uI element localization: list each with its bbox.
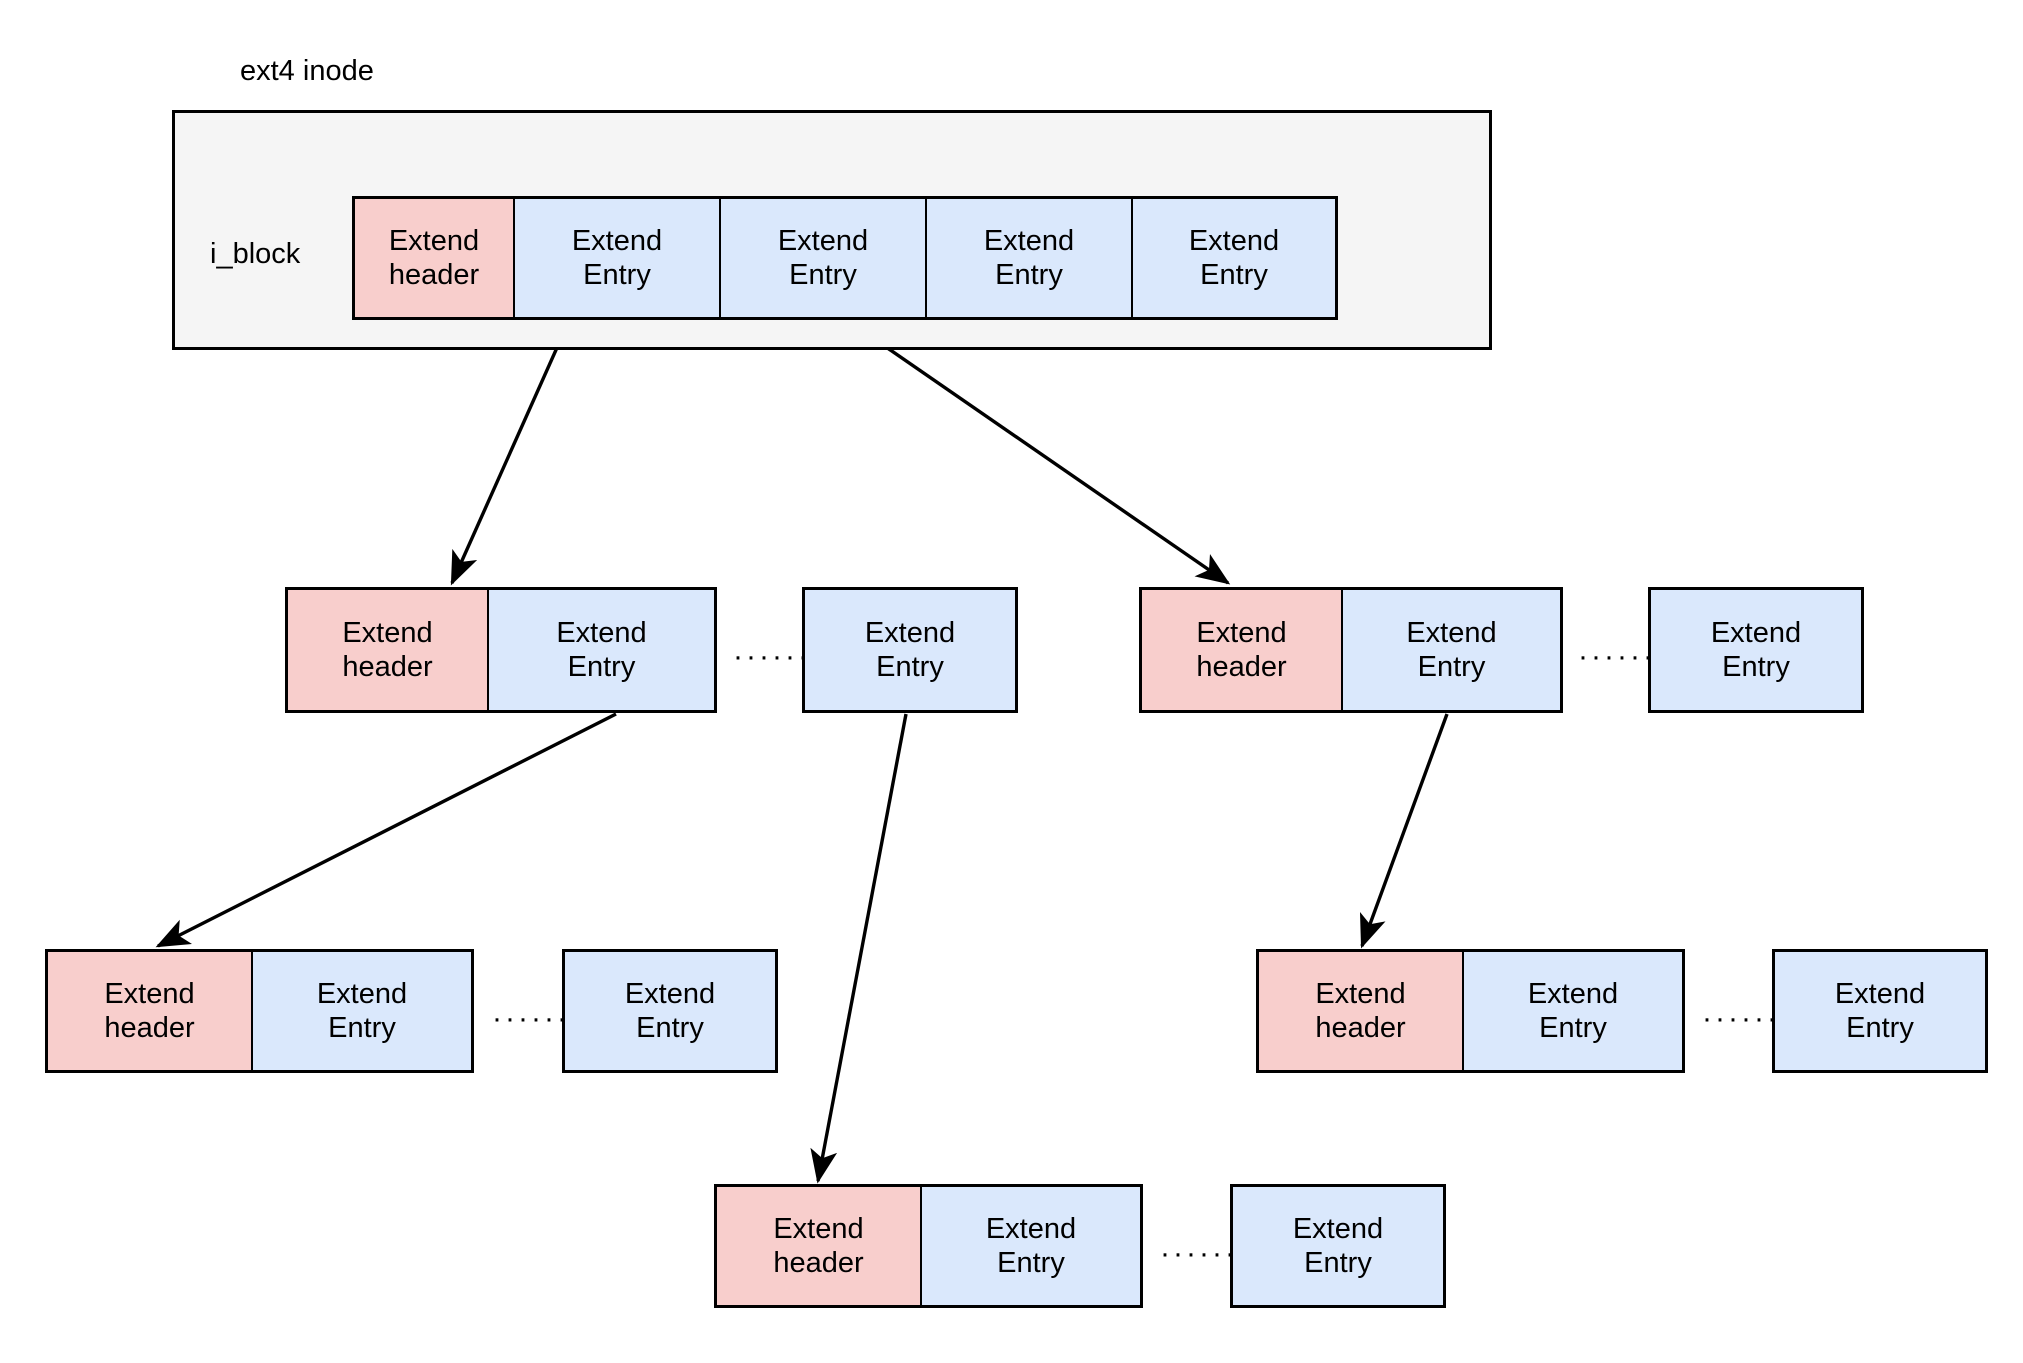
level2-left-ellipsis: ······ bbox=[492, 1002, 570, 1035]
edge-level1-left-last-to-level3-center bbox=[810, 713, 908, 1184]
level3-center-ellipsis: ······ bbox=[1160, 1237, 1238, 1270]
i-block-label: i_block bbox=[210, 238, 301, 270]
level1-right-ellipsis: ······ bbox=[1578, 640, 1656, 673]
edge-level1-right-to-level2-right bbox=[1359, 713, 1449, 949]
inode-title: ext4 inode bbox=[240, 55, 374, 87]
level2-right-ellipsis: ······ bbox=[1702, 1002, 1780, 1035]
level1-left-ellipsis: ······ bbox=[733, 640, 811, 673]
edge-level1-left-to-level2-left bbox=[155, 712, 617, 948]
